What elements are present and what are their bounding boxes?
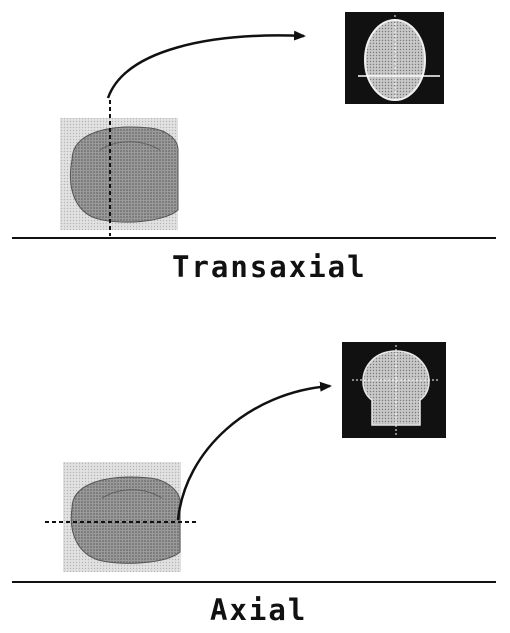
slice-view-icon xyxy=(345,12,444,104)
arrow-icon xyxy=(108,35,304,98)
panel-transaxial xyxy=(12,12,496,238)
arrow-icon xyxy=(178,386,330,520)
head-side-view-icon xyxy=(60,118,178,230)
panel-axial xyxy=(12,342,496,582)
slice-view-icon xyxy=(342,342,446,438)
caption-transaxial: Transaxial xyxy=(172,250,367,284)
head-side-view-icon xyxy=(63,462,181,572)
caption-axial: Axial xyxy=(210,593,307,627)
